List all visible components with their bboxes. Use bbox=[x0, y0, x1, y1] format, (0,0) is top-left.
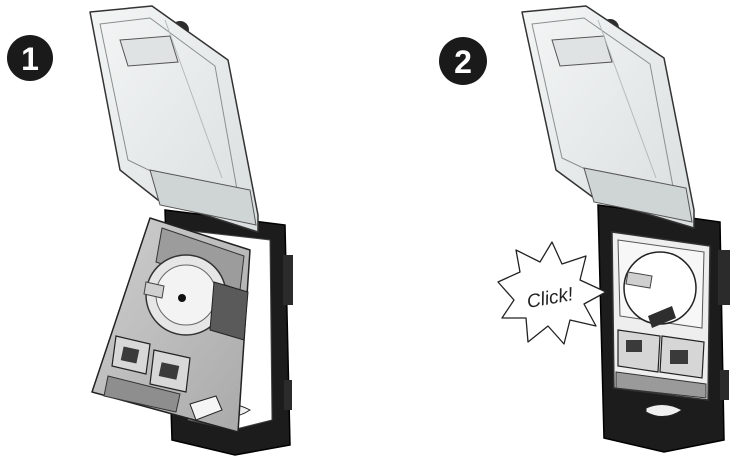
step-2-illustration bbox=[521, 5, 730, 453]
hinged-cover-2 bbox=[521, 5, 695, 229]
step-1-badge: 1 bbox=[7, 35, 53, 81]
click-callout: Click! bbox=[497, 241, 607, 345]
step-2-number: 2 bbox=[454, 44, 472, 80]
socket-insert bbox=[91, 217, 251, 433]
step-1-number: 1 bbox=[21, 41, 39, 77]
step-2-badge: 2 bbox=[439, 37, 487, 85]
step-1-illustration bbox=[89, 5, 293, 456]
hinged-cover bbox=[89, 5, 259, 233]
socket-insert-installed bbox=[611, 231, 711, 401]
